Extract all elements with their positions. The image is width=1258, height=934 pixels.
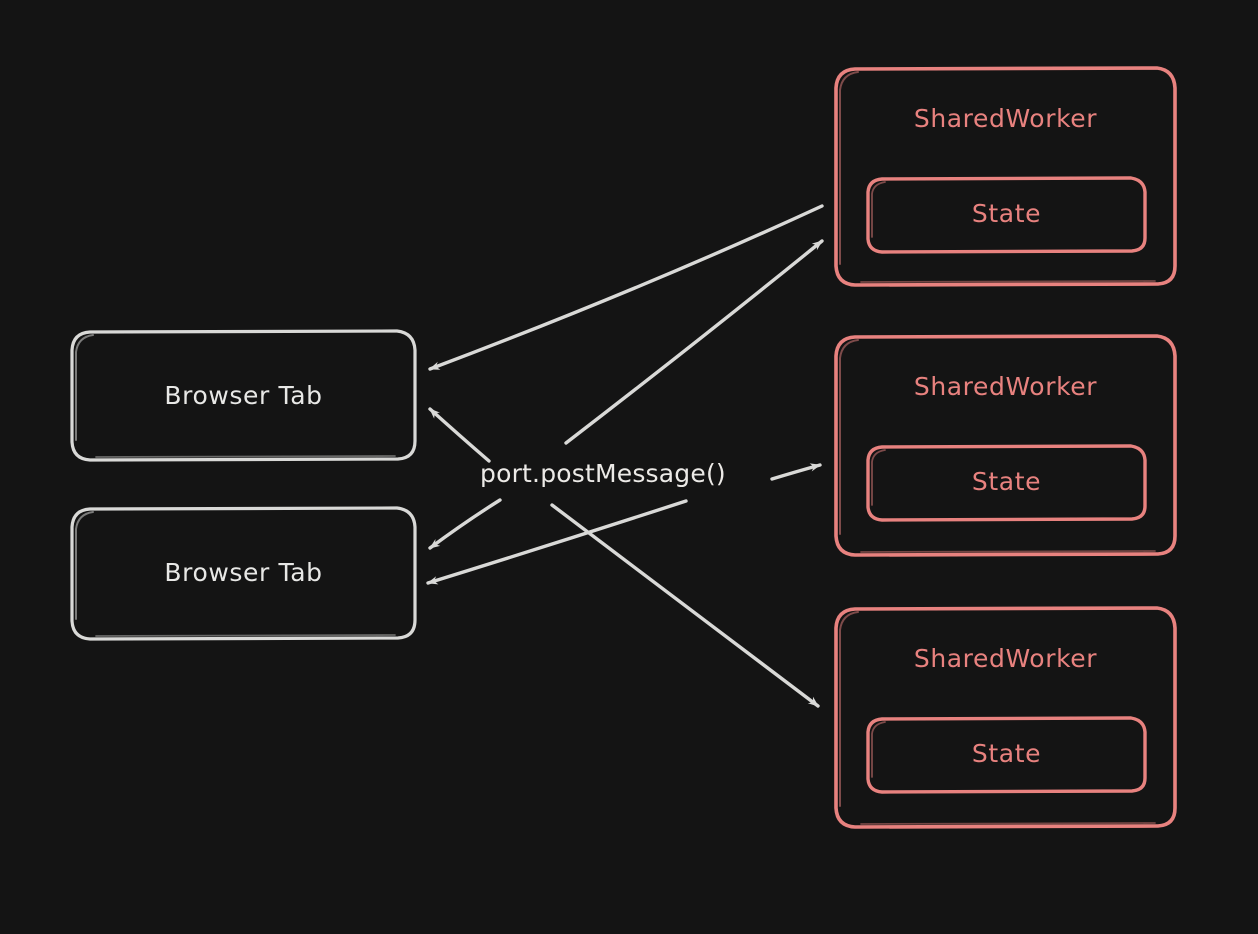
shared-worker-3-shape[interactable]	[834, 606, 1177, 829]
shared-worker-2-shape[interactable]	[834, 334, 1177, 557]
shared-worker-2-state-shape[interactable]	[866, 444, 1147, 522]
shared-worker-1-state-shape[interactable]	[866, 176, 1147, 254]
arrow-worker1-to-tab1	[428, 204, 824, 371]
browser-tab-1-shape[interactable]	[70, 329, 417, 462]
arrow-label-to-worker2	[770, 463, 822, 481]
edge-label-post-message: port.postMessage()	[480, 459, 726, 488]
arrow-label-to-worker1	[564, 239, 824, 445]
shared-worker-1-shape[interactable]	[834, 66, 1177, 287]
shared-worker-3-state-shape[interactable]	[866, 716, 1147, 794]
browser-tab-2-shape[interactable]	[70, 506, 417, 641]
arrow-label-to-worker3	[550, 503, 820, 708]
arrow-label-to-tab1	[428, 407, 491, 463]
arrow-worker-to-tab2	[426, 499, 688, 585]
arrow-label-to-tab2	[428, 498, 502, 550]
